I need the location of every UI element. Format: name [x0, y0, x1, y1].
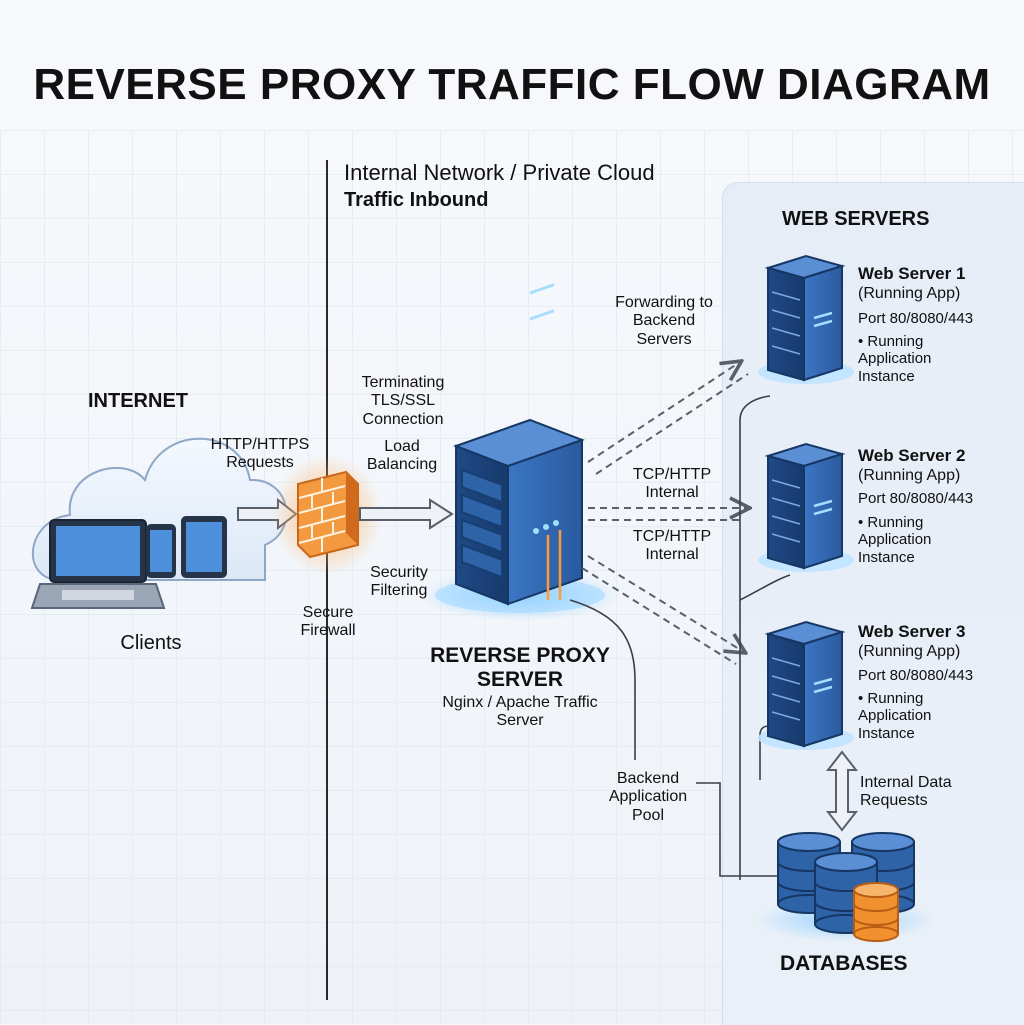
- backend-pool-label: Backend Application Pool: [608, 770, 688, 824]
- arrow-firewall-to-proxy: [359, 498, 454, 530]
- web-server-1-bullet: • Running Application Instance: [858, 333, 932, 385]
- web-server-3-bullet: • Running Application Instance: [858, 690, 932, 742]
- tablet-icon: [181, 516, 227, 578]
- tls-termination-label: Terminating TLS/SSL Connection: [361, 374, 445, 428]
- arrow-proxy-to-server-2: [588, 508, 748, 521]
- secure-firewall-label: Secure Firewall: [300, 604, 356, 640]
- network-divider: [326, 160, 328, 1000]
- tcp-http-label-2: TCP/HTTP Internal: [632, 528, 712, 564]
- security-filtering-label: Security Filtering: [370, 564, 428, 600]
- web-server-3-name: Web Server 3: [858, 622, 966, 641]
- web-servers-heading: WEB SERVERS: [782, 208, 930, 230]
- web-server-3-icon: [758, 620, 854, 750]
- reverse-proxy-title: REVERSE PROXY SERVER: [430, 644, 610, 692]
- web-server-2-icon: [758, 442, 854, 572]
- web-server-3-port: Port 80/8080/443: [858, 667, 974, 684]
- web-server-1-icon: [758, 254, 854, 384]
- databases-label: DATABASES: [780, 952, 908, 975]
- forwarding-label: Forwarding to Backend Servers: [615, 294, 713, 348]
- web-server-2-sub: (Running App): [858, 467, 961, 484]
- tcp-http-label-1: TCP/HTTP Internal: [632, 466, 712, 502]
- web-server-1-port: Port 80/8080/443: [858, 310, 974, 327]
- web-server-1-name: Web Server 1: [858, 264, 966, 283]
- laptop-icon: [30, 519, 166, 609]
- web-server-2-port: Port 80/8080/443: [858, 490, 974, 507]
- clients-label: Clients: [120, 632, 182, 654]
- arrow-server3-databases: [825, 750, 859, 832]
- web-server-2-bullet: • Running Application Instance: [858, 514, 932, 566]
- page-title: REVERSE PROXY TRAFFIC FLOW DIAGRAM: [33, 60, 991, 109]
- web-server-3-sub: (Running App): [858, 643, 961, 660]
- arrow-proxy-to-server-1: [587, 362, 749, 475]
- http-requests-label: HTTP/HTTPS Requests: [210, 436, 310, 472]
- traffic-inbound-label: Traffic Inbound: [344, 189, 489, 211]
- firewall-icon: [272, 455, 382, 575]
- internal-data-label: Internal Data Requests: [860, 774, 952, 810]
- reverse-proxy-server-icon: [420, 283, 620, 621]
- load-balancing-label: Load Balancing: [366, 438, 438, 474]
- phone-icon: [146, 524, 176, 578]
- internet-label: INTERNET: [88, 390, 188, 412]
- web-server-1-sub: (Running App): [858, 285, 961, 302]
- databases-icon: [755, 832, 935, 942]
- arrow-proxy-to-server-3: [581, 555, 744, 665]
- web-server-2-name: Web Server 2: [858, 446, 966, 465]
- internal-network-label: Internal Network / Private Cloud: [344, 160, 655, 185]
- reverse-proxy-software: Nginx / Apache Traffic Server: [442, 694, 598, 730]
